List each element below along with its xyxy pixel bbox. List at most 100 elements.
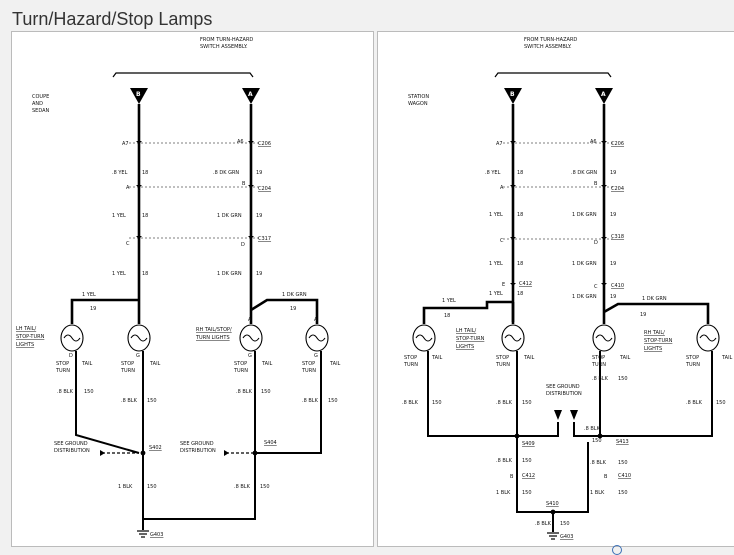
lamp-bulb-icon: [501, 324, 525, 352]
terminal-a: [595, 88, 613, 104]
filament-icon: [308, 334, 326, 342]
wire-color: .8 BLK: [234, 484, 251, 490]
source-bracket: [494, 72, 612, 78]
circuit-number: 19: [610, 294, 616, 300]
connector-pin: [248, 185, 254, 188]
arrow-icon: [570, 410, 578, 420]
splice-id: S404: [264, 440, 277, 446]
wire-color: 1 DK GRN: [572, 212, 597, 218]
arrow-icon: [100, 450, 105, 456]
ground-wire: [573, 351, 601, 437]
variant-label: COUPE: [32, 94, 49, 100]
terminal-a-label: A: [248, 91, 253, 98]
circuit-number: 18: [517, 291, 523, 297]
terminal-b-label: B: [136, 91, 141, 98]
circuit-number: 150: [328, 398, 338, 404]
pin-id: C: [500, 238, 504, 244]
pin-id: D: [241, 242, 245, 248]
connector-id: C317: [258, 236, 271, 242]
stop-label: STOP: [592, 355, 605, 361]
circuit-number: 19: [256, 170, 262, 176]
connector-id: C204: [611, 186, 624, 192]
wire-color: 1 YEL: [489, 261, 503, 267]
turn-label: TURN: [120, 368, 135, 374]
source-label: FROM TURN-HAZARD: [524, 37, 577, 43]
ground-id: G403: [150, 532, 163, 538]
circuit-number: 18: [517, 170, 523, 176]
connector-pin: [136, 236, 142, 239]
filament-icon: [63, 334, 81, 342]
wire-color: .8 BLK: [496, 458, 513, 464]
stop-label: STOP: [121, 361, 134, 367]
ground-symbol-icon: [137, 530, 149, 538]
variant-label: STATION: [408, 94, 429, 100]
page-title: Turn/Hazard/Stop Lamps: [12, 9, 213, 29]
pin-id: A: [314, 317, 318, 323]
wire-color: .8 BLK: [57, 389, 74, 395]
tail-label: TAIL: [721, 355, 733, 361]
turn-label: TURN: [403, 362, 418, 368]
circuit-number: 150: [716, 400, 726, 406]
splice-id: S410: [546, 501, 559, 507]
rh-branch-wire: [249, 298, 319, 324]
wire-color: .8 BLK: [686, 400, 703, 406]
lamp-bulb-icon: [239, 324, 263, 352]
ground-symbol-icon: [547, 532, 559, 540]
tail-label: TAIL: [149, 361, 161, 367]
lh-lights-label: LH TAIL/: [16, 326, 36, 332]
variant-label: WAGON: [408, 101, 428, 107]
connector-pin: [601, 237, 607, 240]
zoom-icon[interactable]: [612, 545, 622, 555]
pin-id: D: [594, 240, 598, 246]
rh-lights-label: RH TAIL/STOP/: [196, 327, 232, 333]
arrow-icon: [554, 410, 562, 420]
rh-lights-label: RH TAIL/: [644, 330, 665, 336]
pin-id: A: [500, 185, 504, 191]
circuit-number: 19: [256, 271, 262, 277]
connector-id: C410: [611, 283, 624, 289]
wire-color: .8 BLK: [121, 398, 138, 404]
see-ground-label: SEE GROUND: [54, 441, 88, 447]
wire-color: .8 BLK: [535, 521, 552, 527]
wire-color: .8 DK GRN: [571, 170, 597, 176]
terminal-b: [504, 88, 522, 104]
connector-id: C204: [258, 186, 271, 192]
source-label: FROM TURN-HAZARD: [200, 37, 253, 43]
terminal-a-label: A: [601, 91, 606, 98]
circuit-number: 150: [147, 398, 157, 404]
lamp-bulb-icon: [305, 324, 329, 352]
stop-label: STOP: [234, 361, 247, 367]
circuit-number: 150: [522, 458, 532, 464]
wire-color: 1 YEL: [112, 213, 126, 219]
filament-icon: [242, 334, 260, 342]
ground-id: G403: [560, 534, 573, 540]
pin-id: G: [314, 353, 318, 359]
tail-label: TAIL: [81, 361, 93, 367]
circuit-number: 18: [142, 213, 148, 219]
connector-pin: [510, 185, 516, 188]
lh-lights-label: LH TAIL/: [456, 328, 476, 334]
splice-dot: [597, 433, 603, 439]
ground-wire: [75, 351, 140, 454]
circuit-number: 18: [142, 271, 148, 277]
circuit-number: 150: [261, 389, 271, 395]
source-label: SWITCH ASSEMBLY.: [524, 44, 572, 50]
wire-color: 1 YEL: [489, 291, 503, 297]
wire-color: .8 DK GRN: [213, 170, 239, 176]
pin-id: A7: [122, 141, 129, 147]
filament-icon: [504, 334, 522, 342]
circuit-number: 18: [444, 313, 450, 319]
wire-color: 1 BLK: [590, 490, 605, 496]
pin-id: A: [248, 317, 252, 323]
circuit-number: 18: [142, 170, 148, 176]
lh-lights-label: STOP-TURN: [456, 336, 485, 342]
circuit-number: 150: [522, 490, 532, 496]
wire-color: .8 BLK: [584, 426, 601, 432]
lamp-bulb-icon: [696, 324, 720, 352]
lh-lights-label: STOP-TURN: [16, 334, 45, 340]
stop-label: STOP: [302, 361, 315, 367]
circuit-number: 150: [618, 376, 628, 382]
circuit-number: 19: [640, 312, 646, 318]
circuit-number: 150: [618, 460, 628, 466]
tail-label: TAIL: [619, 355, 631, 361]
